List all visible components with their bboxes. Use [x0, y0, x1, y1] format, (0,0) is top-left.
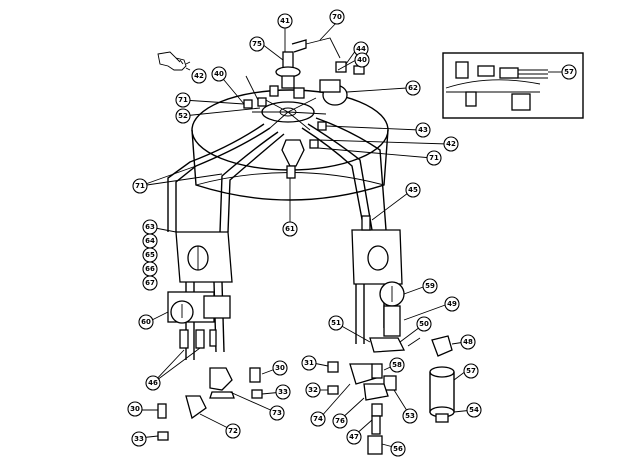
callout-75: 75 [249, 36, 265, 52]
lid-spokes [252, 97, 327, 131]
callout-33: 33 [275, 384, 291, 400]
svg-text:42: 42 [446, 140, 456, 148]
svg-text:30: 30 [130, 405, 140, 413]
svg-text:33: 33 [278, 388, 288, 396]
callout-70: 70 [329, 9, 345, 25]
callout-67: 67 [142, 275, 158, 291]
svg-text:56: 56 [393, 445, 403, 453]
callout-71: 71 [175, 92, 191, 108]
callout-61: 61 [282, 221, 298, 237]
callout-40: 40 [211, 66, 227, 82]
callout-52: 52 [175, 108, 191, 124]
svg-text:61: 61 [285, 225, 295, 233]
svg-text:74: 74 [313, 415, 323, 423]
svg-text:73: 73 [272, 409, 282, 417]
callout-45: 45 [405, 182, 421, 198]
callout-74: 74 [310, 411, 326, 427]
hand-pointer-icon [157, 51, 191, 71]
svg-text:40: 40 [357, 56, 367, 64]
svg-text:59: 59 [425, 282, 435, 290]
callout-46: 46 [145, 375, 161, 391]
svg-text:62: 62 [408, 84, 418, 92]
svg-text:47: 47 [349, 433, 359, 441]
svg-text:43: 43 [418, 126, 428, 134]
callout-54: 54 [466, 402, 482, 418]
svg-text:71: 71 [178, 96, 188, 104]
svg-text:76: 76 [335, 417, 345, 425]
svg-text:60: 60 [141, 318, 151, 326]
callout-41: 41 [277, 13, 293, 29]
callout-53: 53 [402, 408, 418, 424]
svg-text:31: 31 [304, 359, 314, 367]
svg-text:70: 70 [332, 13, 342, 21]
svg-text:32: 32 [308, 386, 318, 394]
callout-30: 30 [127, 401, 143, 417]
svg-text:50: 50 [419, 320, 429, 328]
callout-60: 60 [138, 314, 154, 330]
callout-71: 71 [132, 178, 148, 194]
svg-text:63: 63 [145, 223, 155, 231]
svg-text:49: 49 [447, 300, 457, 308]
callout-58: 58 [389, 357, 405, 373]
callout-76: 76 [332, 413, 348, 429]
callout-47: 47 [346, 429, 362, 445]
svg-text:64: 64 [145, 237, 155, 245]
right-bracket [351, 215, 421, 353]
callout-33: 33 [131, 431, 147, 447]
callouts: 41 70 75 44 40 42 40 62 71 52 43 42 71 7… [127, 9, 577, 457]
callout-51: 51 [328, 315, 344, 331]
svg-text:71: 71 [429, 154, 439, 162]
callout-30: 30 [272, 360, 288, 376]
callout-50: 50 [416, 316, 432, 332]
left-bracket [167, 231, 233, 349]
callout-43: 43 [415, 122, 431, 138]
svg-text:33: 33 [134, 435, 144, 443]
svg-text:52: 52 [178, 112, 188, 120]
svg-text:53: 53 [405, 412, 415, 420]
callout-48: 48 [460, 334, 476, 350]
callout-71: 71 [426, 150, 442, 166]
callout-64: 64 [142, 233, 158, 249]
svg-text:65: 65 [145, 251, 155, 259]
svg-text:58: 58 [392, 361, 402, 369]
callout-42: 42 [443, 136, 459, 152]
lower-fittings [157, 335, 455, 455]
svg-text:46: 46 [148, 379, 158, 387]
callout-57: 57 [463, 363, 479, 379]
callout-73: 73 [269, 405, 285, 421]
callout-40: 40 [354, 52, 370, 68]
callout-49: 49 [444, 296, 460, 312]
callout-59: 59 [422, 278, 438, 294]
svg-text:67: 67 [145, 279, 155, 287]
svg-text:57: 57 [466, 367, 476, 375]
callout-65: 65 [142, 247, 158, 263]
callout-56: 56 [390, 441, 406, 457]
callout-57: 57 [561, 64, 577, 80]
callout-32: 32 [305, 382, 321, 398]
svg-text:66: 66 [145, 265, 155, 273]
svg-text:40: 40 [214, 70, 224, 78]
inset-detail-box [442, 52, 584, 119]
svg-text:54: 54 [469, 406, 479, 414]
svg-text:72: 72 [228, 427, 238, 435]
top-fittings [243, 37, 365, 179]
callout-42: 42 [191, 68, 207, 84]
callout-31: 31 [301, 355, 317, 371]
svg-text:30: 30 [275, 364, 285, 372]
callout-63: 63 [142, 219, 158, 235]
callout-66: 66 [142, 261, 158, 277]
svg-text:51: 51 [331, 319, 341, 327]
callout-72: 72 [225, 423, 241, 439]
svg-text:41: 41 [280, 17, 290, 25]
svg-text:42: 42 [194, 72, 204, 80]
callout-62: 62 [405, 80, 421, 96]
svg-text:48: 48 [463, 338, 473, 346]
svg-text:57: 57 [564, 68, 574, 76]
svg-text:71: 71 [135, 182, 145, 190]
svg-text:45: 45 [408, 186, 418, 194]
svg-text:75: 75 [252, 40, 262, 48]
svg-text:44: 44 [356, 45, 366, 53]
